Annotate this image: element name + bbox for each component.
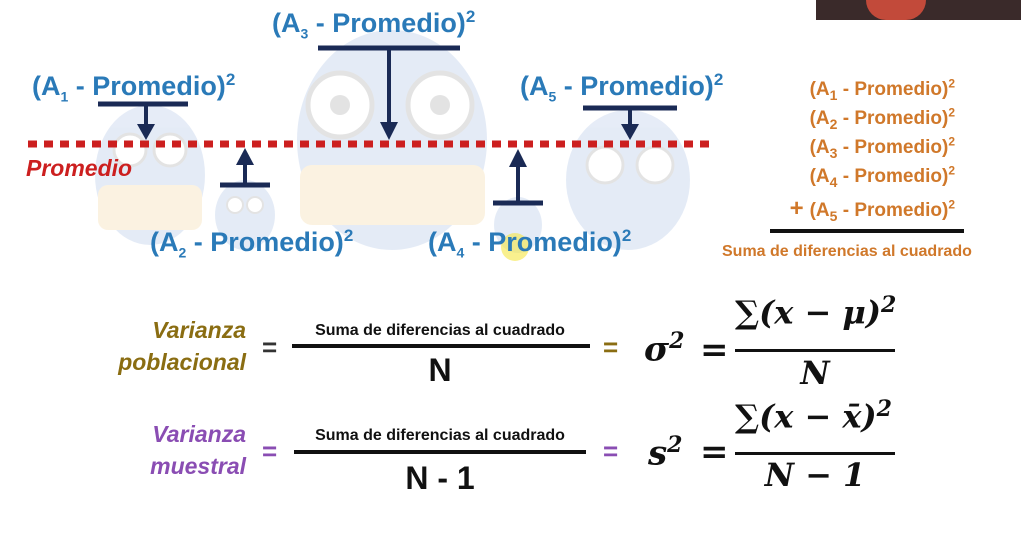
sum-item-4: (A4 - Promedio)2 — [809, 163, 955, 190]
character-3-image — [297, 30, 487, 250]
varianza-poblacional-label: Varianza poblacional — [118, 317, 246, 375]
numerator-1: Suma de diferencias al cuadrado — [315, 322, 565, 339]
a2-arrow — [220, 148, 270, 188]
label-a3: (A3 - Promedio)2 — [272, 7, 476, 42]
sum-item-1: (A1 - Promedio)2 — [809, 76, 955, 103]
label-a2: (A2 - Promedio)2 — [150, 226, 354, 261]
fraction-bar-1 — [292, 344, 590, 348]
label-a5: (A5 - Promedio)2 — [520, 70, 724, 105]
a5-arrow — [583, 105, 677, 140]
sum-item-5: +(A5 - Promedio)2 — [789, 195, 955, 224]
formula-denominator-1: N — [800, 354, 830, 392]
promedio-label: Promedio — [26, 155, 133, 181]
fraction-bar-2 — [294, 450, 586, 454]
cursor-highlight — [501, 233, 529, 261]
equals-2a: = — [262, 436, 278, 466]
a3-arrow — [318, 45, 460, 140]
label-a4: (A4 - Promedio)2 — [428, 226, 632, 261]
presenter-image — [866, 0, 926, 20]
formula-bar-1 — [735, 349, 895, 352]
equals-1a: = — [262, 332, 278, 362]
formula-equals-2: = — [700, 432, 729, 472]
formula-bar-2 — [735, 452, 895, 455]
diagram-lines — [28, 45, 712, 261]
varianza-muestral-label: Varianza muestral — [150, 421, 246, 479]
a1-arrow — [98, 101, 188, 140]
plus-sign: + — [789, 195, 804, 222]
formula-numerator-1: ∑(x − μ)2 — [735, 292, 897, 332]
formula-numerator-2: ∑(x − x̄)2 — [735, 396, 892, 436]
sum-total-label: Suma de diferencias al cuadrado — [722, 243, 972, 260]
a4-arrow — [493, 149, 543, 206]
sum-item-3: (A3 - Promedio)2 — [809, 134, 955, 161]
sum-list: (A1 - Promedio)2 (A2 - Promedio)2 (A3 - … — [755, 76, 955, 224]
equals-2b: = — [603, 436, 619, 466]
character-2-image — [215, 180, 275, 250]
numerator-2: Suma de diferencias al cuadrado — [315, 427, 565, 444]
webcam-thumbnail — [816, 0, 1021, 20]
formula-s-lhs: s2 — [648, 432, 683, 474]
character-1-image — [95, 105, 205, 245]
formula-sigma-lhs: σ2 — [644, 328, 685, 370]
equals-1b: = — [603, 332, 619, 362]
sum-divider — [770, 229, 964, 233]
background-illustration — [95, 30, 690, 253]
label-a1: (A1 - Promedio)2 — [32, 70, 236, 105]
denominator-2: N - 1 — [405, 460, 475, 496]
formula-equals-1: = — [700, 330, 729, 370]
sum-item-2: (A2 - Promedio)2 — [809, 105, 955, 132]
denominator-1: N — [428, 352, 452, 388]
formula-denominator-2: N − 1 — [764, 456, 866, 494]
